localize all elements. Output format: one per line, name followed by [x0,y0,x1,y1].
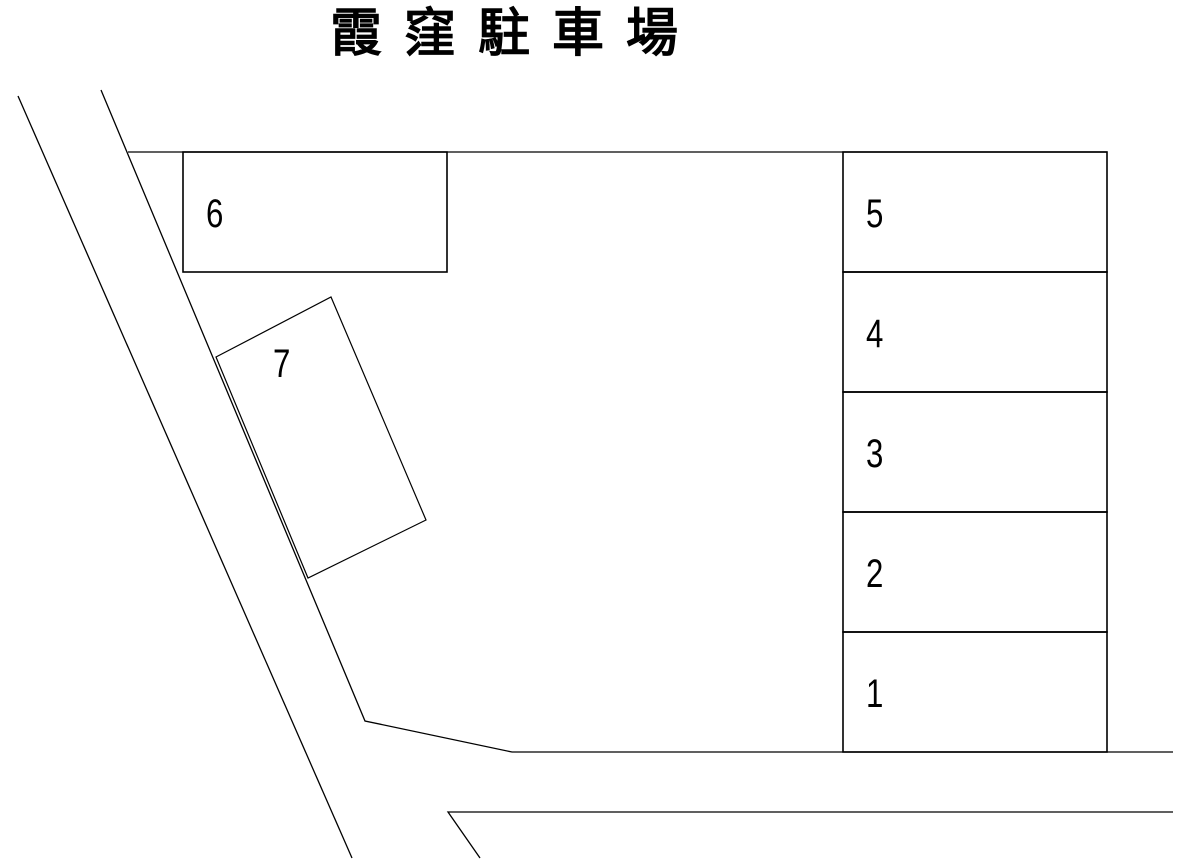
slot-label-1: 1 [866,672,884,716]
slot-label-3: 3 [866,432,884,476]
slot-label-5: 5 [866,192,884,236]
parking-slot-6[interactable] [182,151,448,273]
parking-slot-7[interactable] [215,296,427,579]
slot-label-7: 7 [273,342,291,386]
slot-label-4: 4 [866,312,884,356]
slot-label-2: 2 [866,552,884,596]
page-title: 霞窪駐車場 [330,4,701,64]
parking-slot-5[interactable] [842,151,1108,273]
road-edge-left [17,95,353,859]
slot-label-6: 6 [206,192,224,236]
road-edge-south [446,811,1173,859]
